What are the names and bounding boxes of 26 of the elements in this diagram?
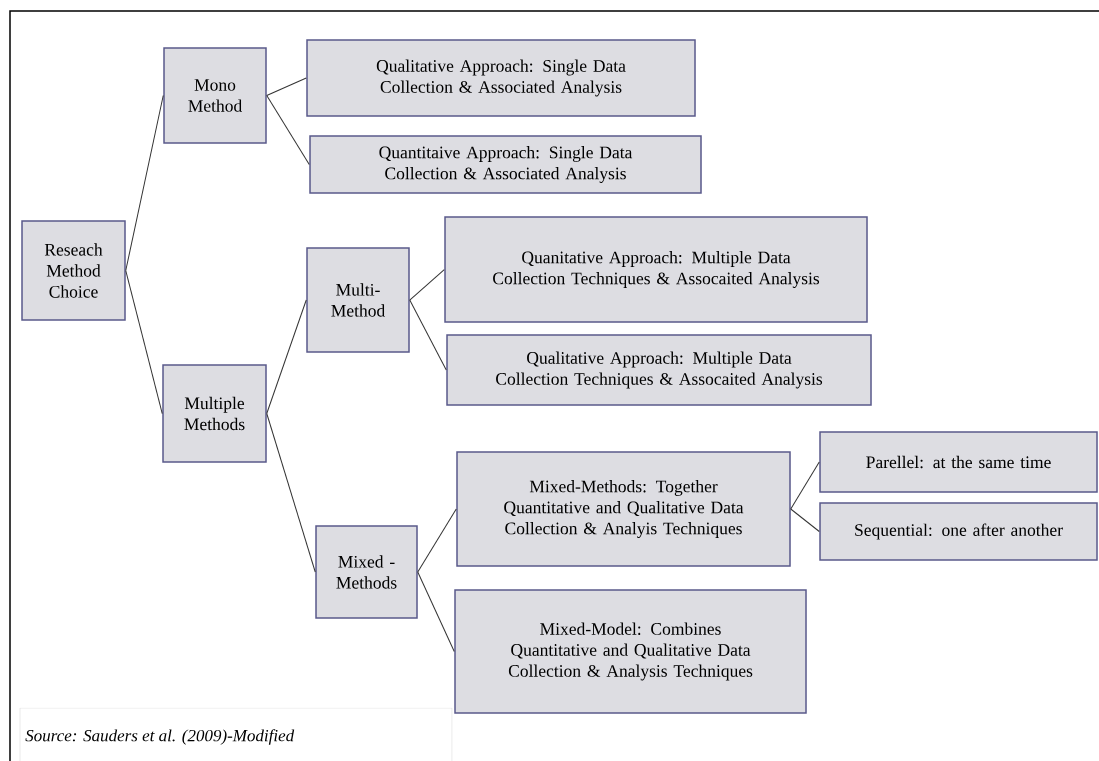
connector-line [125,95,164,271]
text-box: Mixed-Methods: Together Quantitative and Qualitative Data Collection & Analyis Techniques [456,451,791,567]
connector-line [266,413,316,573]
text-box: Sequential: one after another [819,502,1098,561]
text-box: Multi- Method [306,247,410,353]
connector-line [266,77,307,96]
source-caption: Source: Sauders et al. (2009)-Modified [25,729,295,745]
connector-line [409,269,445,301]
connector-line [125,270,163,414]
connector-line [417,508,457,573]
text-box: Parellel: at the same time [819,431,1098,493]
connector-line [417,571,455,652]
text-box: Quanitative Approach: Multiple Data Collection Techniques & Assocaited Analysis [444,216,868,323]
connector-line [266,95,310,165]
connector-line [409,299,447,371]
text-box: Mono Method [163,47,267,144]
connector-line [790,461,820,510]
text-box: Qualitative Approach: Multiple Data Collection Techniques & Assocaited Analysis [446,334,872,406]
connector-line [266,299,307,414]
text-box: Reseach Method Choice [21,220,126,321]
text-box: Qualitative Approach: Single Data Collection & Associated Analysis [306,39,696,117]
connector-line [790,508,820,532]
text-box: Multiple Methods [162,364,267,463]
text-box: Mixed-Model: Combines Quantitative and Qualitative Data Collection & Analysis Techniques [454,589,807,714]
text-box: Mixed - Methods [315,525,418,619]
text-box: Quantitaive Approach: Single Data Collection & Associated Analysis [309,135,702,194]
